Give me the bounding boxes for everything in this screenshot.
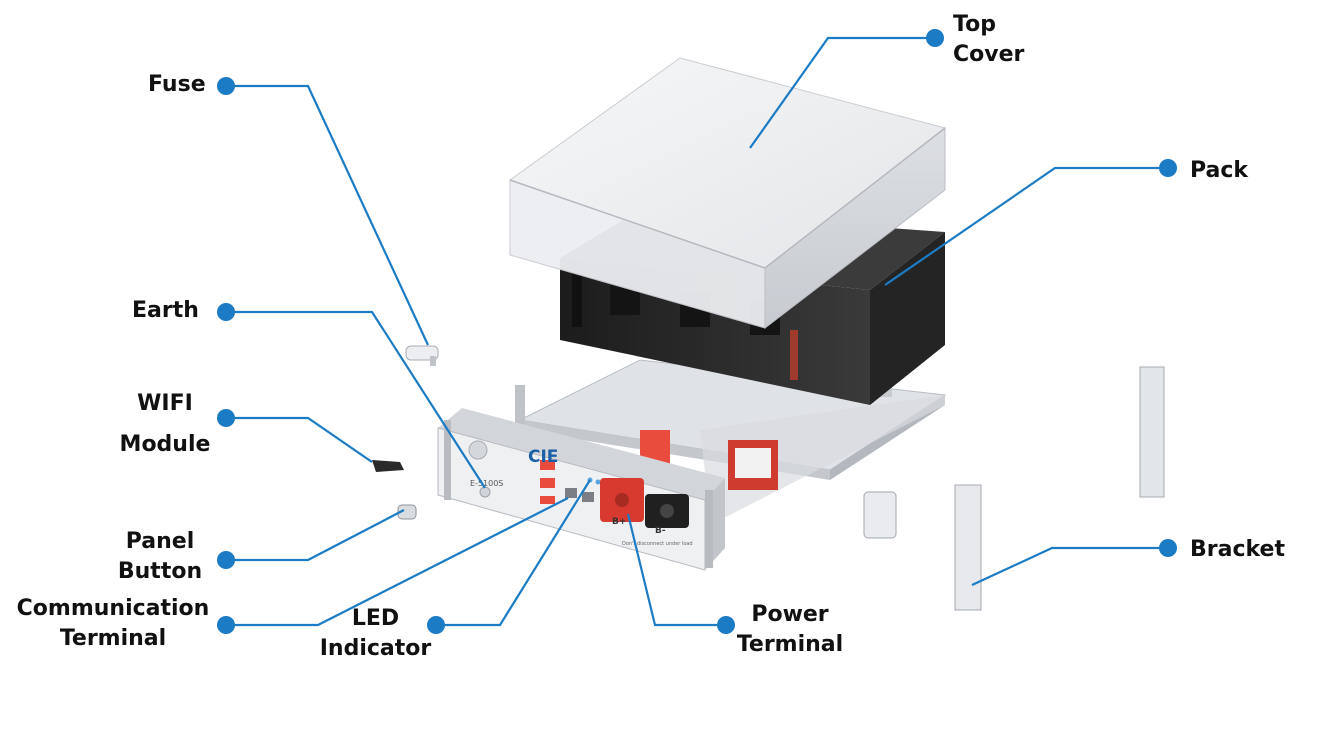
- label-wifi-module-line-2: Module: [119, 432, 211, 457]
- breaker-part: [863, 491, 897, 539]
- label-communication-terminal: Communication Terminal: [8, 594, 218, 654]
- label-bracket: Bracket: [1190, 535, 1285, 565]
- dot-communication-terminal: [217, 616, 235, 634]
- label-led-indicator-line-1: LED: [351, 606, 400, 631]
- label-wifi-module: WIFI Module: [100, 383, 230, 465]
- front-panel: CIE E-5100S B+ B- Don't disconnect under…: [437, 408, 725, 571]
- leader-bracket: [971, 546, 1168, 586]
- callout-lines: [226, 36, 1168, 627]
- label-earth-line-1: Earth: [132, 298, 199, 323]
- leader-wifi-module: [226, 416, 373, 463]
- wifi-antenna-part: [372, 460, 404, 472]
- leader-top-cover: [749, 36, 935, 149]
- label-power-terminal-line-1: Power: [751, 602, 829, 627]
- dot-bracket: [1159, 539, 1177, 557]
- label-power-terminal-line-2: Terminal: [736, 632, 844, 657]
- label-communication-terminal-line-2: Terminal: [59, 626, 167, 651]
- label-wifi-module-line-1: WIFI: [137, 391, 193, 416]
- fuse-part: [405, 345, 439, 366]
- panel-warning: Don't disconnect under load: [622, 541, 693, 547]
- leader-fuse: [226, 84, 429, 346]
- leader-communication-terminal: [226, 497, 569, 627]
- dot-top-cover: [926, 29, 944, 47]
- label-top-cover-line-1: Top: [953, 12, 996, 37]
- dot-pack: [1159, 159, 1177, 177]
- label-bracket-line-1: Bracket: [1190, 537, 1285, 562]
- callout-dots: [217, 29, 1177, 634]
- label-communication-terminal-line-1: Communication: [16, 596, 210, 621]
- dot-power-terminal: [717, 616, 735, 634]
- leader-earth: [226, 310, 486, 489]
- label-panel-button: Panel Button: [100, 527, 220, 587]
- mark-b-minus: B-: [655, 526, 666, 536]
- dot-fuse: [217, 77, 235, 95]
- dot-panel-button: [217, 551, 235, 569]
- label-pack-line-1: Pack: [1190, 158, 1249, 183]
- dot-wifi-module: [217, 409, 235, 427]
- label-panel-button-line-1: Panel: [125, 529, 195, 554]
- label-fuse: Fuse: [148, 70, 206, 100]
- label-pack: Pack: [1190, 156, 1248, 186]
- leader-led-indicator: [436, 479, 591, 627]
- label-fuse-line-1: Fuse: [148, 72, 206, 97]
- mark-b-plus: B+: [612, 517, 626, 527]
- label-top-cover-line-2: Cover: [953, 42, 1025, 67]
- label-panel-button-line-2: Button: [117, 559, 203, 584]
- label-earth: Earth: [132, 296, 199, 326]
- device-model: E-5100S: [470, 479, 503, 488]
- label-led-indicator: LED Indicator: [318, 604, 433, 664]
- leader-power-terminal: [626, 513, 726, 627]
- label-led-indicator-line-2: Indicator: [319, 636, 432, 661]
- bracket-part: [954, 366, 1165, 611]
- top-cover-part: [508, 57, 947, 330]
- leader-panel-button: [226, 509, 405, 562]
- dot-led-indicator: [427, 616, 445, 634]
- dot-earth: [217, 303, 235, 321]
- device-logo: CIE: [528, 447, 558, 467]
- leader-pack: [884, 166, 1168, 286]
- label-power-terminal: Power Terminal: [730, 600, 850, 660]
- label-top-cover: Top Cover: [953, 10, 1024, 70]
